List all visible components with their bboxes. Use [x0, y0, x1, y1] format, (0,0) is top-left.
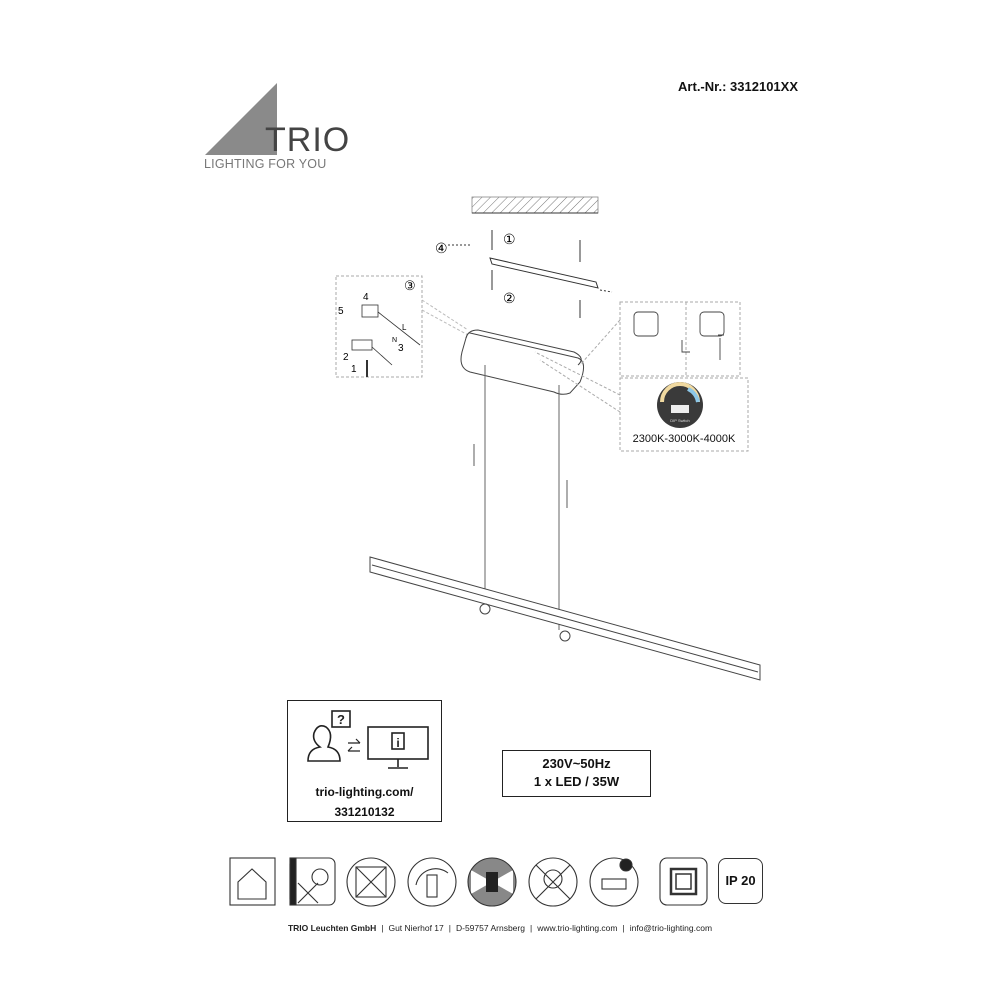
canopy: [460, 329, 584, 395]
svg-text:DIP Switch: DIP Switch: [670, 418, 690, 423]
svg-text:L: L: [402, 323, 407, 332]
logo-triangle: [205, 83, 277, 155]
logo-tagline: LIGHTING FOR YOU: [204, 157, 327, 171]
svg-text:2: 2: [343, 352, 349, 363]
light-direction-icon: [467, 857, 517, 907]
support-url[interactable]: trio-lighting.com/: [315, 785, 414, 799]
lamp-bar: [369, 556, 761, 681]
svg-text:4: 4: [363, 292, 369, 303]
driver-replaceable-icon: [589, 857, 639, 907]
svg-text:i: i: [396, 736, 399, 750]
step-4-label: ④: [435, 240, 448, 256]
ceiling: [471, 196, 599, 214]
indoor-use-icon: [229, 857, 276, 906]
svg-text:5: 5: [338, 306, 344, 317]
color-temperature-label: 2300K-3000K-4000K: [632, 433, 736, 445]
svg-text:N: N: [392, 337, 397, 344]
article-number: Art.-Nr.: 3312101XX: [678, 79, 798, 94]
not-for-recessed-mounting-icon: [289, 857, 336, 906]
symbols-row: [229, 857, 708, 907]
footer-email[interactable]: info@trio-lighting.com: [629, 923, 713, 933]
info-box: ? i: [287, 700, 442, 822]
led-not-replaceable-icon: [528, 857, 578, 907]
support-info-icon: ? i: [307, 710, 429, 769]
svg-text:3: 3: [398, 343, 404, 354]
step-2-label: ②: [503, 290, 516, 306]
voltage-spec: 230V~50Hz: [542, 756, 611, 771]
footer-website[interactable]: www.trio-lighting.com: [537, 923, 618, 933]
support-code: 331210132: [334, 805, 395, 819]
mounting-bracket: [448, 230, 613, 318]
logo-brand: TRIO: [265, 121, 351, 159]
svg-text:?: ?: [337, 712, 345, 727]
footer-company: TRIO Leuchten GmbH: [287, 923, 377, 933]
no-cover-icon: [346, 857, 396, 907]
assembly-diagram: ① ② ④ ③ 4 5 2 1 3 L N: [335, 196, 761, 681]
step-3-label: ③: [404, 278, 416, 293]
dip-switch-dial: DIP Switch: [657, 382, 703, 428]
footer-city: D-59757 Arnsberg: [455, 923, 525, 933]
lamp-spec: 1 x LED / 35W: [533, 774, 620, 789]
ip-rating-badge: IP 20: [718, 858, 763, 904]
svg-text:1: 1: [351, 364, 357, 375]
step-1-label: ①: [503, 231, 516, 247]
dimmer-switch-icon: [407, 857, 457, 907]
protection-class-2-icon: [659, 857, 708, 906]
footer-street: Gut Nierhof 17: [388, 923, 444, 933]
spec-box: 230V~50Hz 1 x LED / 35W: [502, 750, 651, 797]
footer: TRIO Leuchten GmbH|Gut Nierhof 17|D-5975…: [287, 923, 713, 933]
